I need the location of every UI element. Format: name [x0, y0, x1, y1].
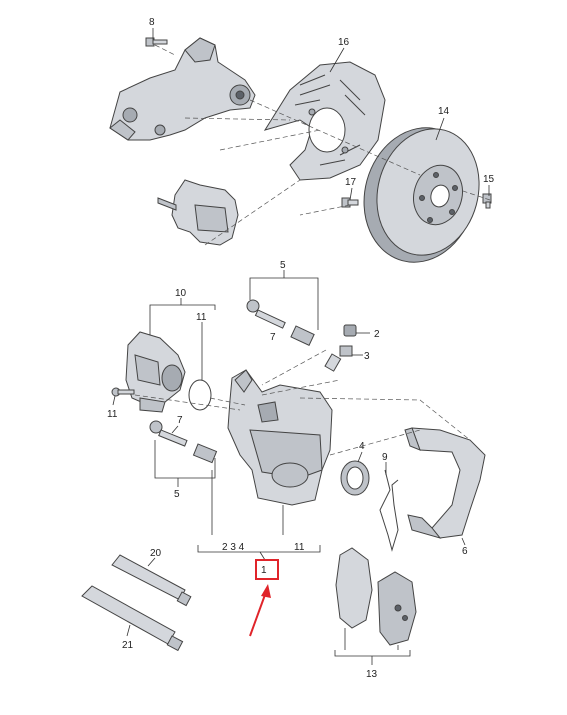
bolt-17	[341, 197, 359, 208]
wheel-bearing-housing	[109, 37, 256, 141]
assembly-lines	[134, 44, 491, 456]
label-8: 8	[149, 17, 155, 28]
label-11-left: 11	[107, 409, 118, 420]
label-21: 21	[122, 640, 134, 651]
brake-disc-14	[363, 127, 480, 263]
label-7-upper: 7	[270, 332, 276, 343]
brake-pads-13	[335, 547, 417, 646]
bolt-8	[145, 37, 168, 47]
parking-brake-motor-10	[125, 331, 186, 413]
label-5-lower: 5	[174, 489, 180, 500]
label-3: 3	[364, 351, 370, 362]
label-7-lower: 7	[177, 415, 183, 426]
highlight-box	[255, 559, 279, 580]
label-20: 20	[150, 548, 162, 559]
highlight-arrow-head	[261, 584, 271, 598]
label-6: 6	[462, 546, 468, 557]
leader-lines	[112, 28, 490, 665]
label-16: 16	[338, 37, 350, 48]
callout-labels: 8 16 14 15 17 5 10 11 7 2 3 11 7 4 9 5 6…	[107, 17, 495, 680]
brake-caliper-1	[227, 369, 333, 506]
guide-bolt-kit-upper	[246, 299, 315, 346]
label-15: 15	[483, 174, 495, 185]
cap-2	[343, 324, 357, 337]
brake-carrier-6	[404, 427, 486, 539]
caliper-upper	[157, 179, 239, 246]
label-14: 14	[438, 106, 450, 117]
label-9: 9	[382, 452, 388, 463]
label-17: 17	[345, 177, 357, 188]
label-13: 13	[366, 669, 378, 680]
guide-bolt-kit-lower	[149, 420, 218, 464]
label-11-upper: 11	[196, 312, 207, 323]
highlight-arrow-line	[249, 591, 267, 637]
grease-tube-21	[81, 585, 184, 652]
bleeder-valve-3	[324, 345, 353, 372]
label-bottom-right: 11	[294, 542, 305, 553]
label-2: 2	[374, 329, 380, 340]
screw-15	[482, 193, 492, 209]
label-bottom-left: 2 3 4	[222, 542, 245, 553]
label-1: 1	[261, 565, 267, 576]
label-5-upper: 5	[280, 260, 286, 271]
spring-9	[379, 469, 399, 552]
bolt-11	[111, 387, 135, 397]
label-4: 4	[359, 441, 365, 452]
splash-plate-16	[263, 61, 386, 181]
highlight-annotation	[249, 559, 279, 637]
label-10: 10	[175, 288, 187, 299]
o-ring-11	[188, 379, 212, 411]
grease-tube-20	[111, 554, 192, 607]
seal-4	[340, 460, 370, 496]
